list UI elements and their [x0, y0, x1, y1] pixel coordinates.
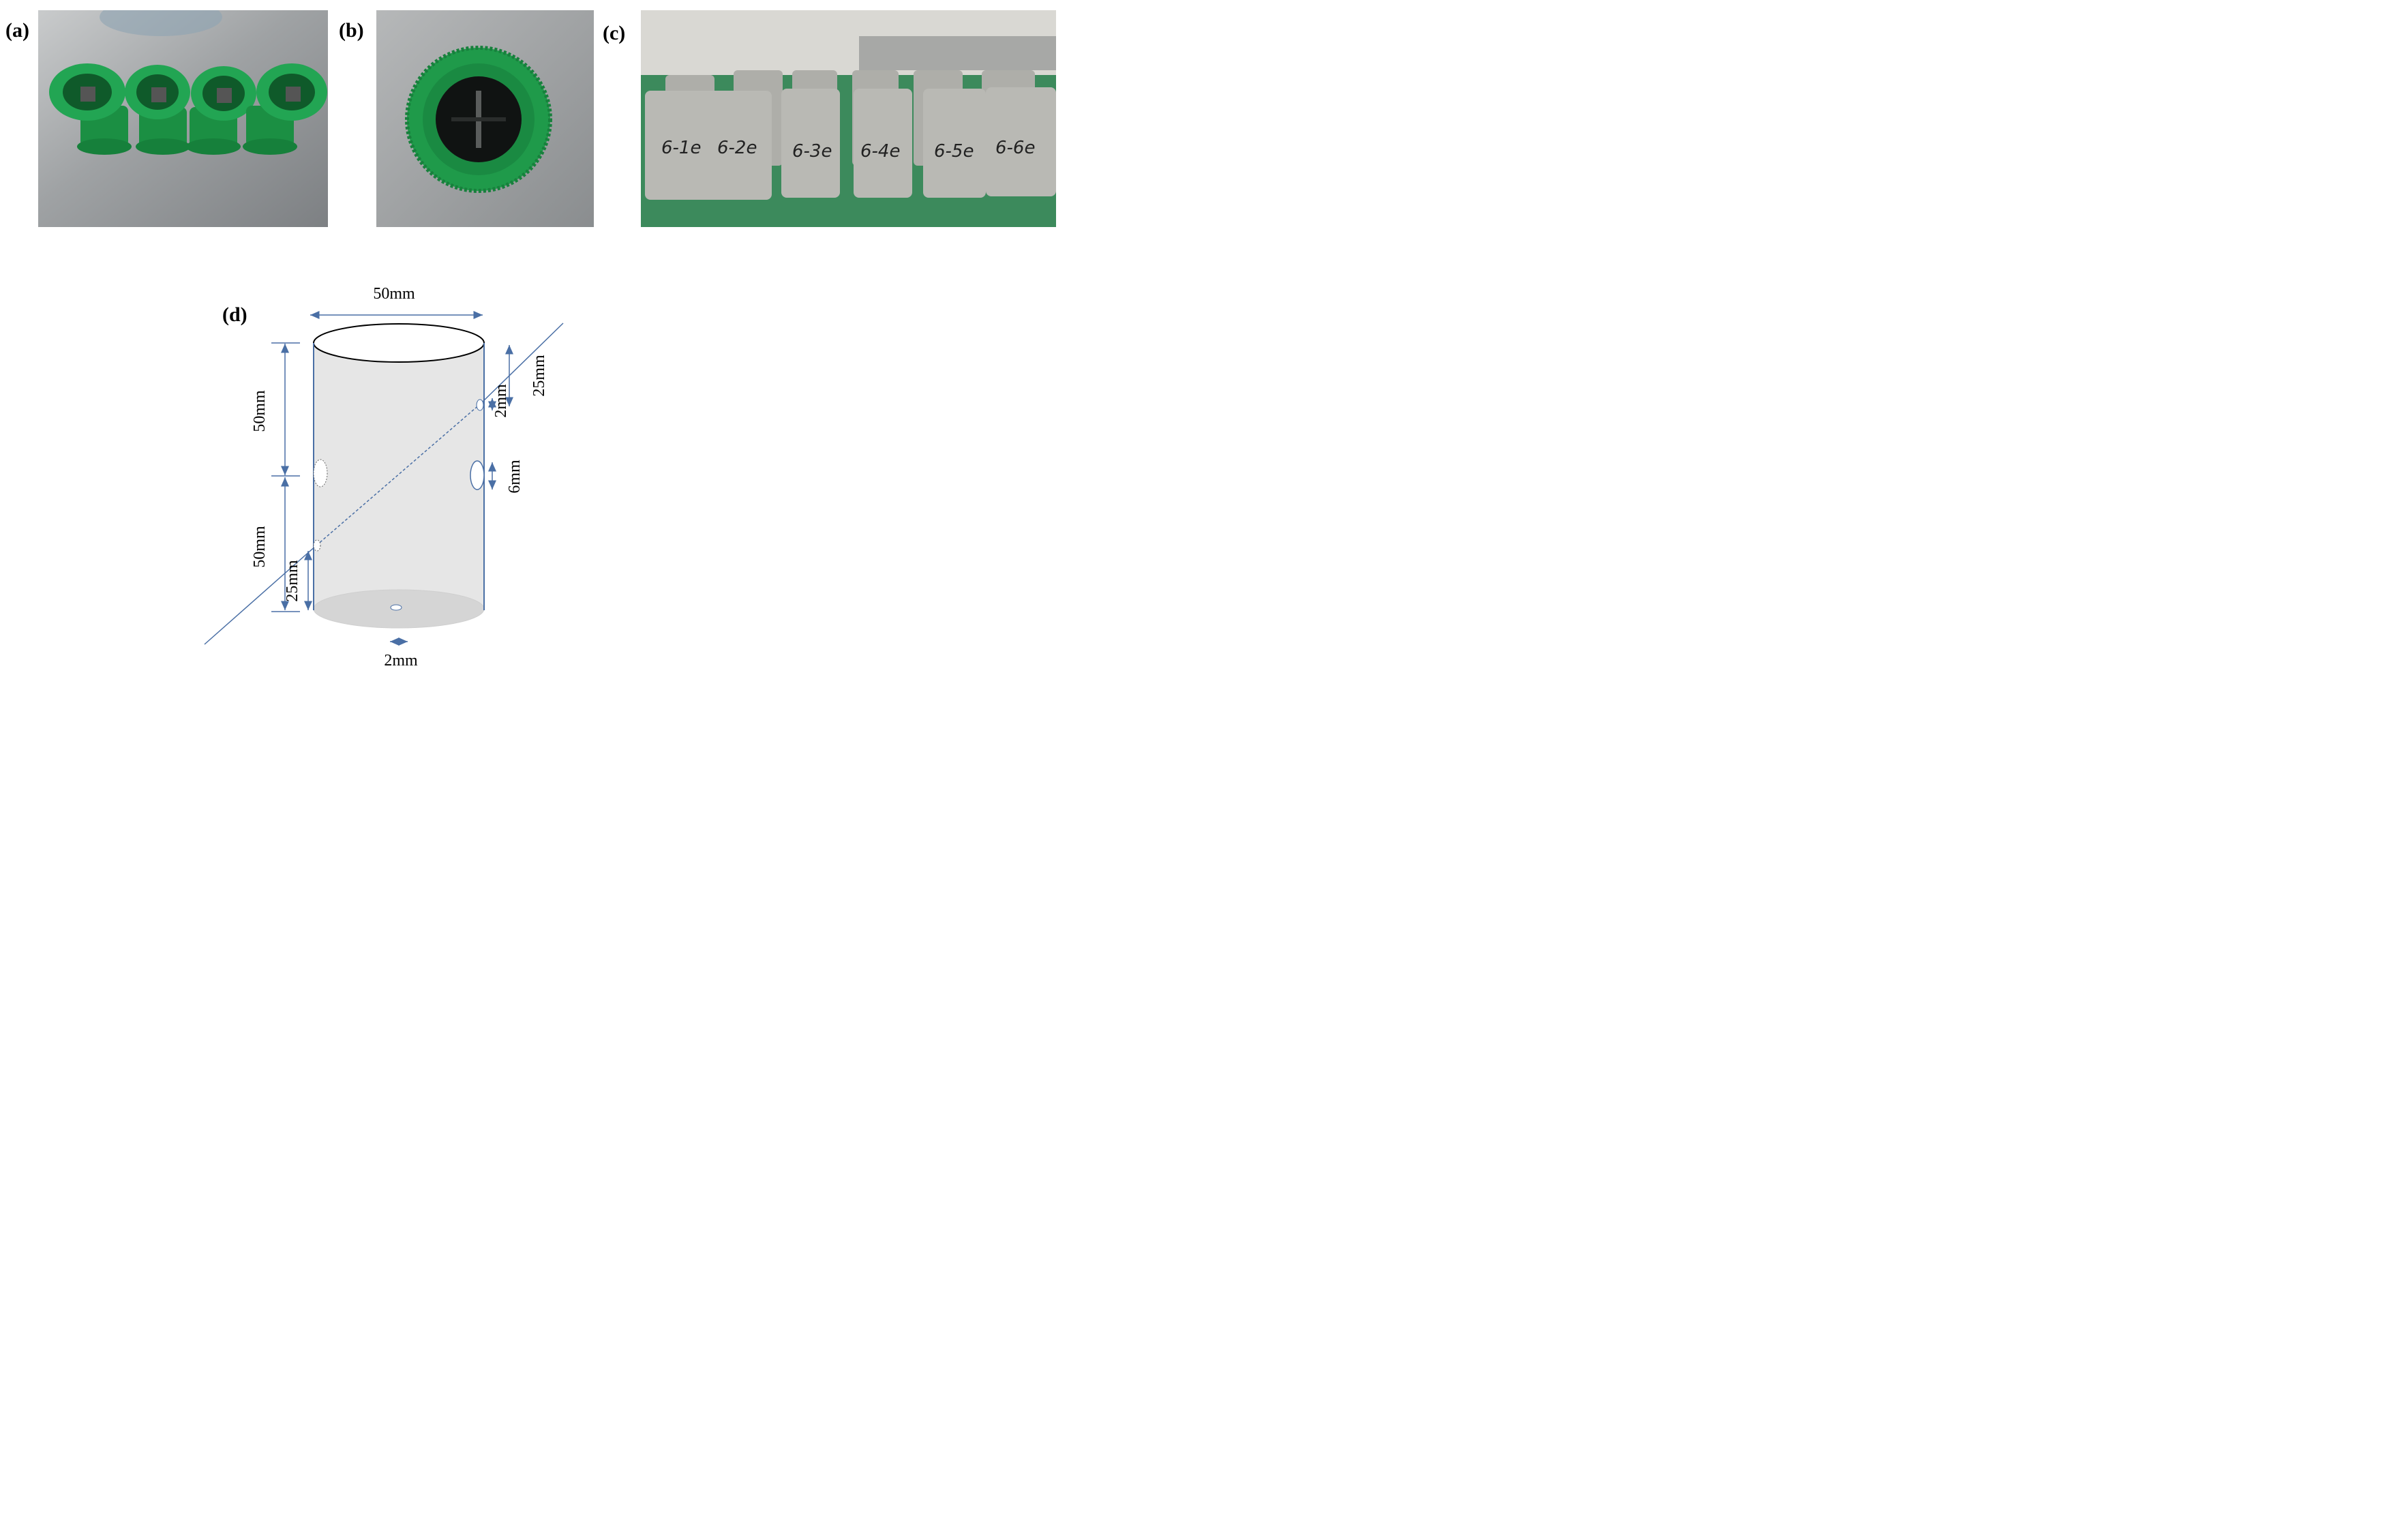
specimen-mark-5: 6-5e: [934, 141, 974, 162]
mould-1: [49, 63, 132, 155]
hole-left-large: [313, 459, 328, 487]
photo-green-moulds-row: [38, 10, 328, 227]
specimen-mark-6: 6-6e: [995, 138, 1035, 158]
mould-3: [186, 66, 256, 155]
specimen-mark-2: 6-2e: [717, 138, 757, 158]
specimen-mark-1: 6-1e: [661, 138, 701, 158]
panel-label-a: (a): [5, 19, 29, 42]
specimen-mark-3: 6-3e: [792, 141, 832, 162]
cylinder-specimen-diagram: 50mm 50mm 50mm 25mm 25mm 2mm 6mm 2mm: [204, 285, 564, 670]
panel-label-c: (c): [603, 22, 626, 44]
hole-right-small: [476, 399, 484, 411]
panel-label-b: (b): [339, 19, 364, 42]
lower-height-dimension: [271, 477, 300, 612]
specimen-mark-4: 6-4e: [860, 141, 900, 162]
upper-height-label: 50mm: [251, 390, 269, 432]
cylinder: [313, 323, 485, 629]
small-hole-label: 2mm: [492, 384, 510, 418]
exit-offset-label: 25mm: [530, 355, 548, 397]
svg-text:50mm: 50mm: [373, 285, 415, 303]
hole-left-small: [313, 539, 321, 552]
hole-right-large: [470, 460, 485, 490]
mould-4: [243, 63, 327, 155]
upper-height-dimension: [271, 342, 300, 477]
photo-mould-top-view: [376, 10, 594, 227]
lower-height-label: 50mm: [251, 526, 269, 568]
specimen-front-row: [645, 87, 1056, 200]
mould-2: [125, 65, 190, 155]
diameter-dimension: 50mm: [310, 285, 483, 319]
large-hole-label: 6mm: [506, 460, 524, 494]
hole-bottom: [390, 604, 402, 611]
panel-label-d: (d): [222, 303, 247, 326]
diagonal-fiber-line: [204, 322, 564, 645]
entry-height-label: 25mm: [284, 560, 301, 602]
bottom-hole-label: 2mm: [384, 652, 418, 670]
photo-concrete-specimens: 6-1e 6-2e 6-3e 6-4e 6-5e 6-6e: [641, 10, 1056, 227]
